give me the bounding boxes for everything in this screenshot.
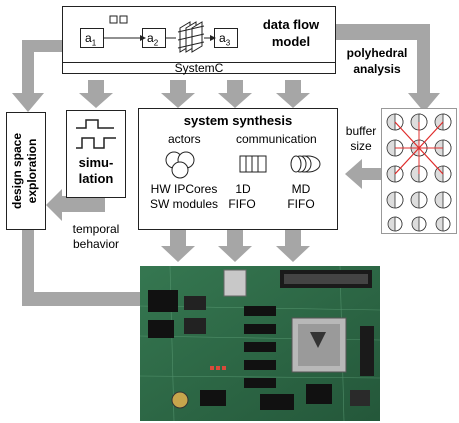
- simulation-box: [66, 110, 126, 198]
- systemc-label: SystemC: [174, 61, 224, 75]
- arrow-buffer-size: [345, 159, 381, 189]
- actors-label: actors: [168, 132, 201, 146]
- dse-line2: exploration: [25, 138, 39, 204]
- actor-a1-label: a1: [85, 31, 97, 48]
- fpga-board-photo: [140, 266, 380, 421]
- polyhedral-grid-icon: [381, 108, 457, 234]
- fifo-md-line1: MD: [291, 182, 311, 196]
- model-channel-graphics: [104, 15, 216, 53]
- arrow-to-synthesis-3: [276, 80, 310, 108]
- actor-a2-box: a2: [142, 28, 166, 48]
- simulation-line2: lation: [78, 171, 114, 186]
- fifo-1d-icon: [239, 155, 267, 173]
- arrow-to-board-2: [218, 228, 252, 262]
- sw-modules-label: SW modules: [149, 197, 219, 211]
- fifo-md-line2: FIFO: [287, 197, 315, 211]
- arrow-to-board-1: [161, 228, 195, 262]
- token-square: [119, 15, 128, 24]
- actor-a3-label: a3: [219, 31, 231, 48]
- arrow-model-to-polyhedral: [335, 24, 440, 112]
- arrow-to-synthesis-2: [218, 80, 252, 108]
- arrow-to-synthesis-1: [161, 80, 195, 108]
- temporal-behavior-line2: behavior: [72, 237, 120, 251]
- waveform-icon: [76, 119, 116, 149]
- arrow-to-board-3: [276, 228, 310, 262]
- temporal-behavior-line1: temporal: [72, 222, 120, 236]
- actor-circles-icon: [165, 151, 195, 179]
- communication-label: communication: [236, 132, 317, 146]
- arrow-dse-to-board: [22, 230, 160, 318]
- system-synthesis-title: system synthesis: [183, 113, 293, 128]
- arrow-model-to-dse: [12, 24, 62, 112]
- data-flow-title-line2: model: [271, 34, 311, 49]
- systemc-divider: [62, 62, 336, 63]
- design-space-exploration-label: design space exploration: [10, 112, 42, 230]
- arrow-to-simulation: [79, 80, 113, 108]
- polyhedral-label-line1: polyhedral: [346, 46, 408, 60]
- dse-line1: design space: [10, 132, 24, 210]
- hw-ipcores-label: HW IPCores: [150, 182, 218, 196]
- buffer-size-line2: size: [350, 139, 372, 153]
- actor-a1-box: a1: [80, 28, 104, 48]
- simulation-line1: simu-: [78, 155, 114, 170]
- buffer-size-line1: buffer: [345, 124, 377, 138]
- fifo-md-icon: [290, 155, 321, 173]
- design-space-exploration-box: [6, 112, 46, 230]
- token-array-icon: [177, 21, 205, 53]
- fifo-1d-line1: 1D: [235, 182, 251, 196]
- actor-a2-label: a2: [147, 31, 159, 48]
- synthesis-icons: [165, 151, 321, 179]
- polyhedral-label-line2: analysis: [353, 62, 401, 76]
- fifo-1d-line2: FIFO: [228, 197, 256, 211]
- data-flow-title-line1: data flow: [262, 17, 320, 32]
- token-square: [109, 15, 118, 24]
